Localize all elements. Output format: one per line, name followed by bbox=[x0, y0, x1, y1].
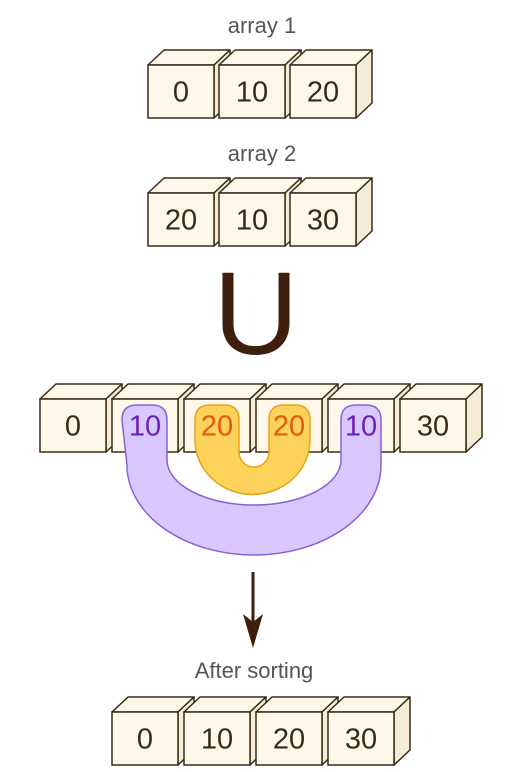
array2-cell bbox=[218, 177, 302, 247]
duplicate-10-connector bbox=[121, 404, 382, 556]
sorted-cell bbox=[327, 696, 411, 766]
sorted-array-cells: 0 10 20 30 bbox=[111, 696, 411, 766]
array1-value: 10 bbox=[236, 77, 268, 109]
sorted-value: 30 bbox=[345, 724, 377, 756]
merged-cell bbox=[399, 383, 483, 453]
sorted-label: After sorting bbox=[195, 658, 314, 683]
merged-value: 20 bbox=[273, 411, 305, 443]
array2-label: array 2 bbox=[228, 141, 296, 166]
union-symbol: U bbox=[213, 248, 298, 380]
duplicate-20-connector bbox=[194, 404, 311, 496]
array2-value: 20 bbox=[165, 205, 197, 237]
merged-array-labels: 0 10 20 20 10 30 bbox=[65, 411, 449, 443]
sorted-value: 20 bbox=[273, 724, 305, 756]
sorted-value: 0 bbox=[137, 724, 153, 756]
array1-value: 20 bbox=[307, 77, 339, 109]
down-arrow-icon bbox=[243, 572, 263, 648]
merged-cell bbox=[39, 383, 123, 453]
array1-cell bbox=[289, 49, 373, 119]
merged-array-cells bbox=[39, 383, 483, 453]
array2-cells: 20 10 30 bbox=[147, 177, 373, 247]
array1-value: 0 bbox=[173, 77, 189, 109]
array1-label: array 1 bbox=[228, 13, 296, 38]
merged-value: 30 bbox=[417, 411, 449, 443]
array2-value: 30 bbox=[307, 205, 339, 237]
array2-cell bbox=[289, 177, 373, 247]
sorted-value: 10 bbox=[201, 724, 233, 756]
array1-cells: 0 10 20 bbox=[147, 49, 373, 119]
merged-value: 20 bbox=[201, 411, 233, 443]
merged-value: 10 bbox=[129, 411, 161, 443]
merged-value: 10 bbox=[345, 411, 377, 443]
array2-value: 10 bbox=[236, 205, 268, 237]
merged-value: 0 bbox=[65, 411, 81, 443]
